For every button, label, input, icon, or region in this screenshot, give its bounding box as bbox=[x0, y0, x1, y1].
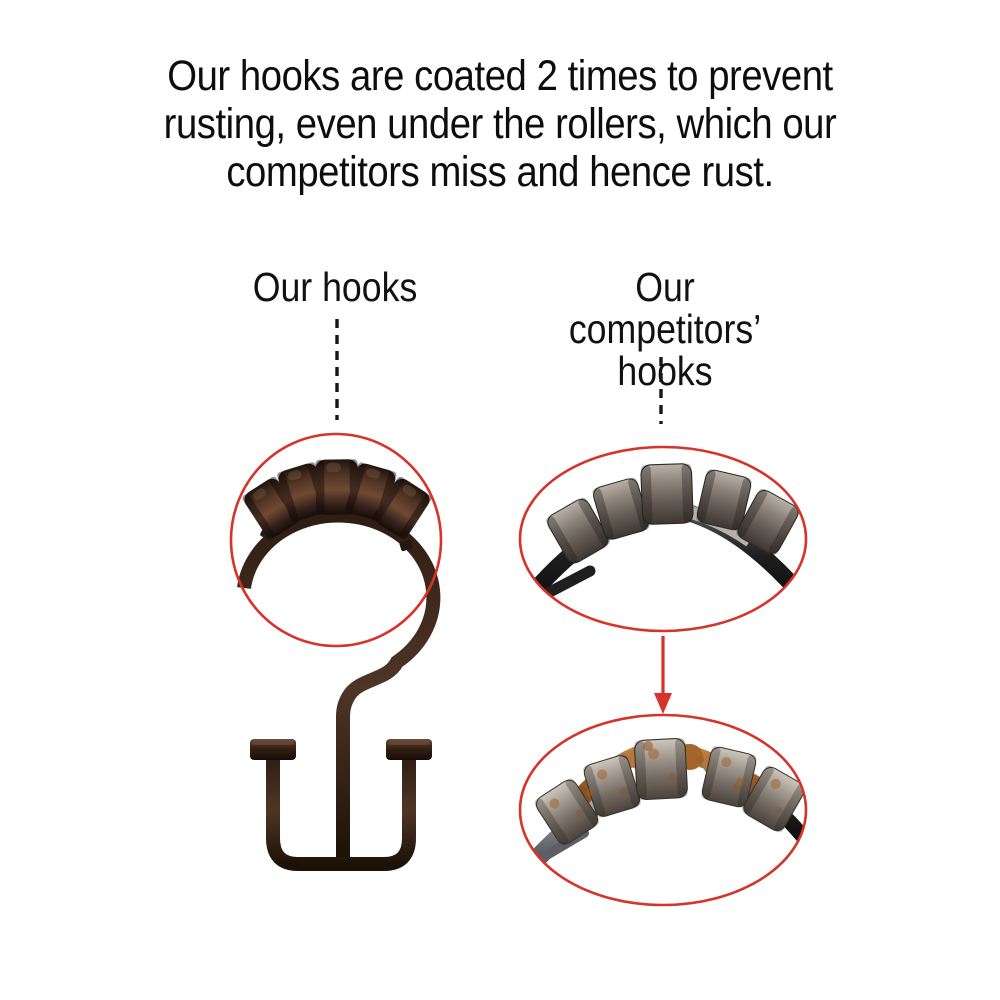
competitor-rollers-rusted bbox=[532, 737, 806, 848]
rust-arrow bbox=[654, 636, 672, 714]
red-oval-highlight-top bbox=[518, 445, 808, 633]
hook-latch-right bbox=[399, 539, 413, 552]
rust-arrow-head bbox=[654, 693, 672, 714]
competitor-wire-clasp bbox=[540, 565, 596, 600]
red-oval-highlight-bottom bbox=[518, 713, 808, 907]
our-hook-photo bbox=[229, 432, 443, 871]
rust-speckles bbox=[586, 741, 744, 796]
our-hook-rollers bbox=[241, 459, 433, 541]
cap-highlight bbox=[252, 739, 294, 745]
headline: Our hooks are coated 2 times to prevent … bbox=[163, 52, 837, 196]
label-our-hooks: Our hooks bbox=[252, 264, 418, 310]
cap-highlight bbox=[388, 739, 430, 745]
label-competitors-hooks: Our competitors’ hooks bbox=[568, 264, 762, 394]
hook-base bbox=[266, 756, 416, 871]
red-circle-highlight bbox=[229, 432, 443, 648]
competitor-hook-rusted-photo bbox=[518, 713, 808, 907]
competitor-hook-new-photo bbox=[518, 445, 808, 633]
